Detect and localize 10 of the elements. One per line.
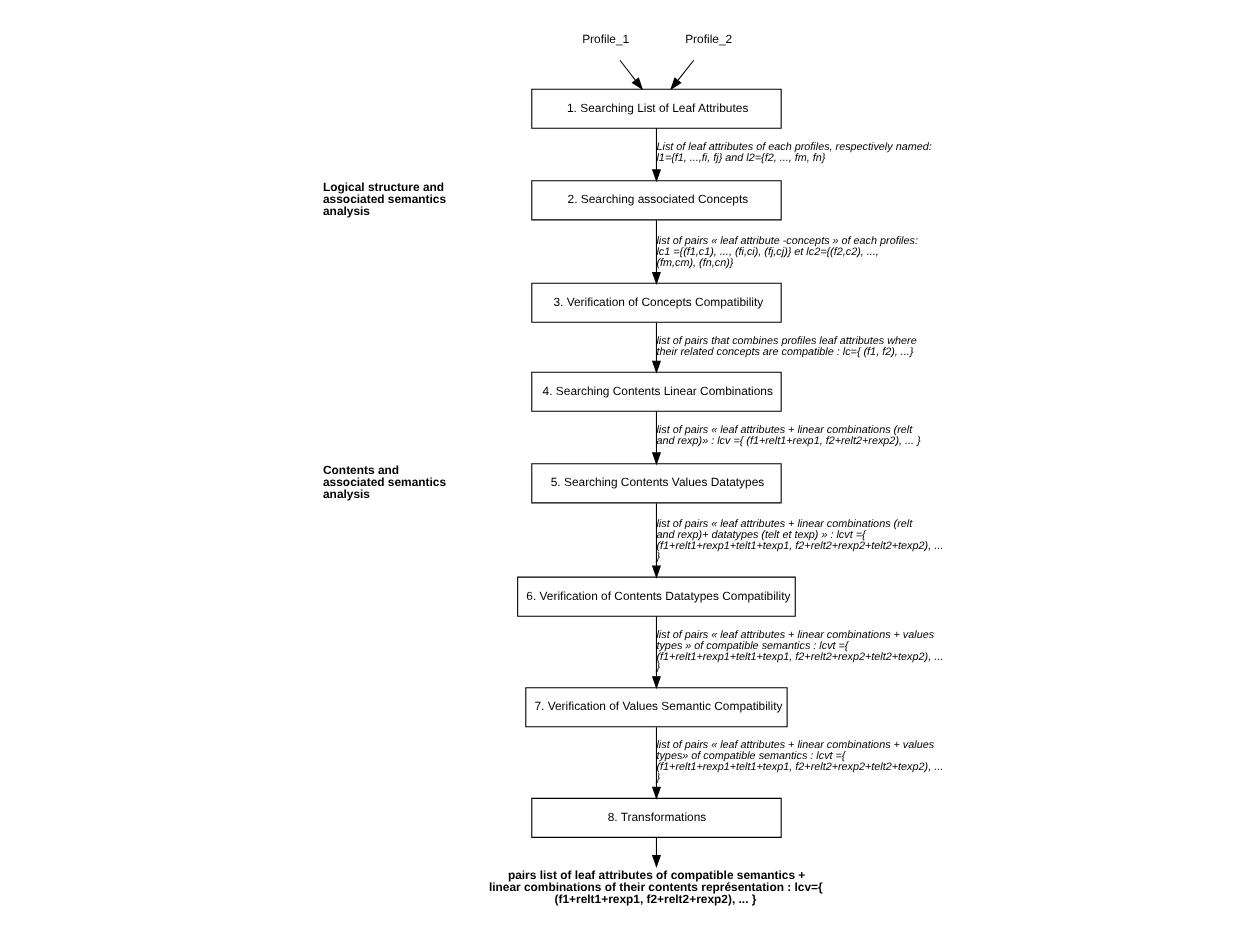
arrow [669,59,694,91]
arrow [650,726,661,800]
arrow [650,502,661,579]
arrow [650,322,661,374]
arrow [650,219,661,285]
arrow [618,59,643,91]
arrow [650,836,661,869]
arrow [650,616,661,690]
arrow [650,127,661,183]
arrow [650,410,661,466]
